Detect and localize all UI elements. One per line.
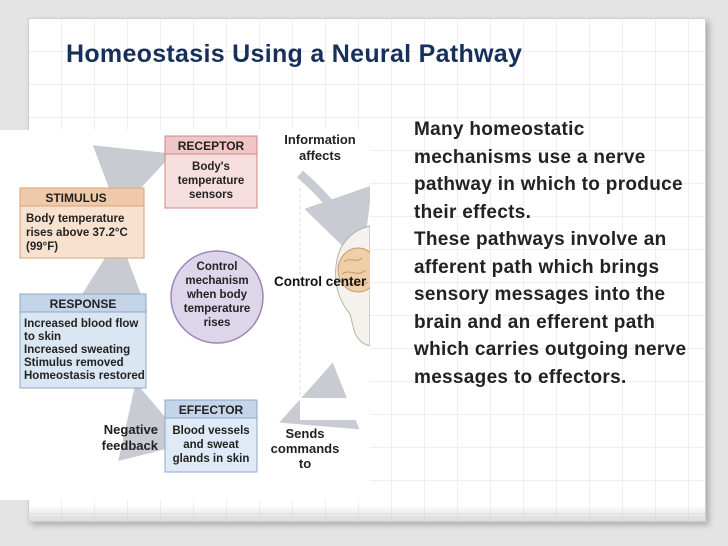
receptor-line: Body's <box>192 161 230 173</box>
arrow-response-to-stimulus <box>75 236 148 312</box>
response-line: to skin <box>24 331 61 343</box>
receptor-line: temperature <box>178 175 244 187</box>
slide-bottom-shade <box>29 505 705 521</box>
control-mechanism-line: mechanism <box>185 275 248 287</box>
information-affects-label: Information <box>284 132 356 147</box>
receptor-line: sensors <box>189 189 233 201</box>
effector-box: EFFECTOR Blood vessels and sweat glands … <box>164 399 258 473</box>
cover-patch <box>0 478 370 500</box>
receptor-box: RECEPTOR Body's temperature sensors <box>164 135 258 209</box>
receptor-title: RECEPTOR <box>178 139 245 153</box>
stimulus-line: (99°F) <box>26 241 58 253</box>
effector-line: and sweat <box>183 439 239 451</box>
stimulus-box: STIMULUS Body temperature rises above 37… <box>19 187 145 259</box>
information-affects-label: affects <box>299 148 341 163</box>
control-mechanism-line: rises <box>204 317 231 329</box>
stimulus-title: STIMULUS <box>45 191 106 205</box>
arrow-effector-to-response <box>118 382 189 462</box>
effector-line: Blood vessels <box>172 425 249 437</box>
response-line: Homeostasis restored <box>24 370 145 382</box>
brain-head-illustration <box>335 225 370 347</box>
sends-commands-label: commands <box>271 441 340 456</box>
arrow-stimulus-to-receptor <box>92 145 173 213</box>
sends-commands-label: to <box>299 456 311 471</box>
response-title: RESPONSE <box>50 297 117 311</box>
sends-commands-label: Sends <box>285 426 324 441</box>
negative-feedback-label: feedback <box>102 438 159 453</box>
slide-title: Homeostasis Using a Neural Pathway <box>66 40 523 68</box>
homeostasis-figure: RECEPTOR Body's temperature sensors Info… <box>0 130 370 500</box>
arrow-information-to-control <box>297 170 370 265</box>
control-mechanism-line: when body <box>186 289 248 301</box>
feedback-loop-diagram: RECEPTOR Body's temperature sensors Info… <box>0 132 370 500</box>
response-line: Increased blood flow <box>24 318 138 330</box>
slide-body-text: Many homeostatic mechanisms use a nerve … <box>414 119 687 388</box>
control-center-label: Control center <box>274 274 367 289</box>
response-box: RESPONSE Increased blood flow to skin In… <box>19 293 147 389</box>
negative-feedback-label: Negative <box>104 422 158 437</box>
brain-icon <box>337 247 370 293</box>
cover-patch <box>300 398 370 420</box>
response-line: Stimulus removed <box>24 357 124 369</box>
control-mechanism-circle: Control mechanism when body temperature … <box>170 250 264 344</box>
stimulus-line: rises above 37.2°C <box>26 227 128 239</box>
effector-line: glands in skin <box>173 453 250 465</box>
stimulus-line: Body temperature <box>26 213 124 225</box>
control-mechanism-line: Control <box>197 261 238 273</box>
effector-title: EFFECTOR <box>179 403 244 417</box>
control-mechanism-line: temperature <box>184 303 250 315</box>
response-line: Increased sweating <box>24 344 130 356</box>
